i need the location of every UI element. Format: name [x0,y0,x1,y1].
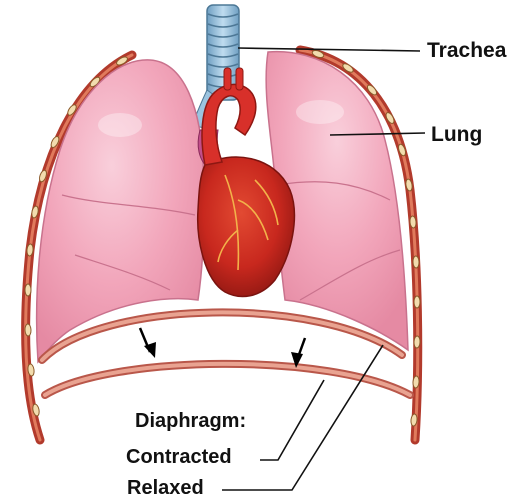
aortic-arch [202,84,256,165]
relaxed-label: Relaxed [127,478,204,498]
left-lung-shine [98,113,142,137]
heart [198,157,295,296]
trachea-leader [238,48,420,51]
diaphragm-relaxed [42,312,402,360]
contracted-leader [260,380,324,460]
lung-label: Lung [431,124,482,145]
diaphragm-label: Diaphragm: [135,411,246,431]
trachea-label: Trachea [427,40,506,61]
right-lung-shine [296,100,344,124]
contraction-arrow-left [140,328,156,358]
contracted-label: Contracted [126,447,232,467]
